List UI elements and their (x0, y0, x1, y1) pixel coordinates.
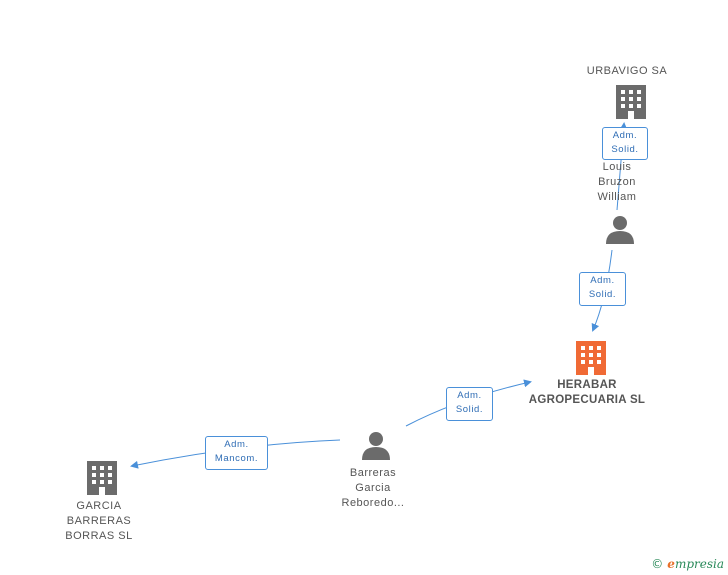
node-label-urbavigo[interactable]: URBAVIGO SA (586, 65, 668, 77)
node-label-barreras[interactable]: Barreras Garcia Reboredo... (341, 467, 405, 509)
node-label-herabar[interactable]: HERABAR AGROPECUARIA SL (528, 379, 646, 406)
building-icon[interactable] (86, 460, 118, 496)
copyright-icon: © (651, 557, 664, 571)
edge-label-barreras-garcia[interactable]: Adm. Mancom. (205, 436, 268, 470)
node-label-garcia-sl[interactable]: GARCIA BARRERAS BORRAS SL (65, 500, 133, 542)
edge-label-louis-urbavigo[interactable]: Adm. Solid. (602, 127, 648, 160)
edge-label-barreras-herabar[interactable]: Adm. Solid. (446, 387, 493, 421)
edge-label-louis-herabar[interactable]: Adm. Solid. (579, 272, 626, 306)
node-label-louis[interactable]: Louis Bruzon William (597, 161, 637, 203)
empresia-logo: ©empresia (651, 557, 724, 571)
person-icon[interactable] (605, 215, 635, 245)
person-icon[interactable] (361, 431, 391, 461)
building-icon[interactable] (615, 84, 647, 120)
building-icon-highlighted[interactable] (575, 340, 607, 376)
